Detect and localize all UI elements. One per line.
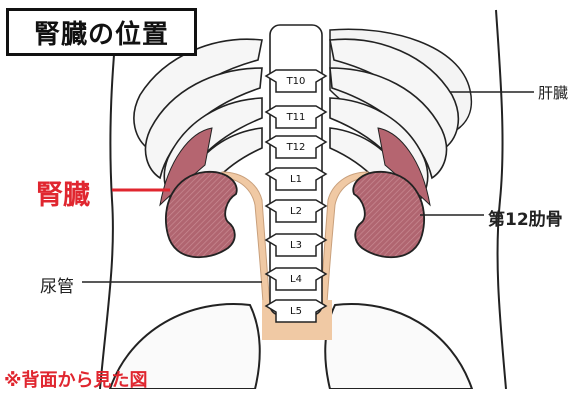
leader-lines — [0, 0, 582, 389]
